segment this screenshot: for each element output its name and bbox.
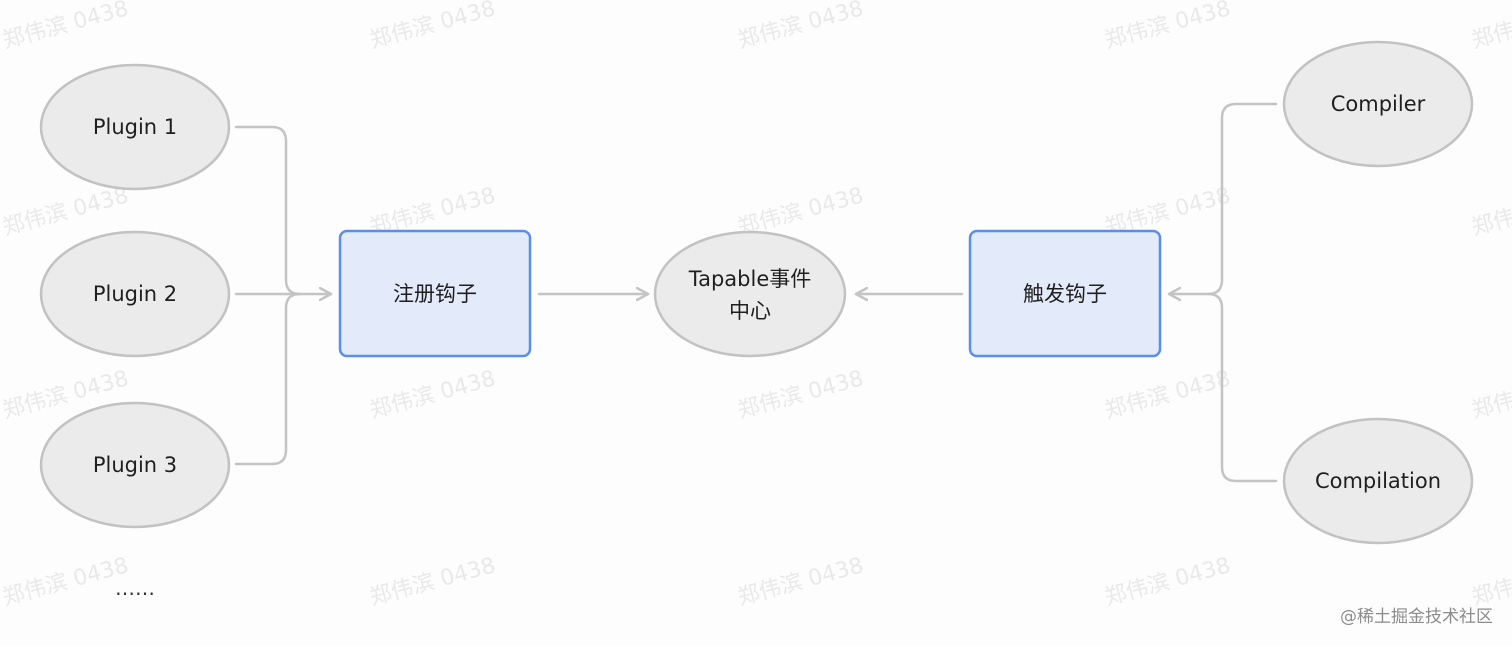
connector-plugin3-to-register [234, 292, 302, 466]
trigger-hook-node: 触发钩子 [968, 229, 1162, 358]
watermark-text: 郑伟滨 0438 [1469, 183, 1512, 241]
watermark-text: 郑伟滨 0438 [735, 366, 866, 424]
compilation-node: Compilation [1282, 417, 1474, 545]
watermark-text: 郑伟滨 0438 [735, 0, 866, 54]
watermark-text: 郑伟滨 0438 [0, 183, 131, 241]
watermark-text: 郑伟滨 0438 [367, 366, 498, 424]
compilation-label: Compilation [1315, 469, 1441, 493]
watermark-text: 郑伟滨 0438 [0, 0, 131, 54]
tapable-center-label-line1: Tapable事件 [688, 267, 812, 291]
connector-compilation-to-trigger [1206, 292, 1278, 483]
compiler-node: Compiler [1282, 40, 1474, 168]
plugin-3-node: Plugin 3 [39, 401, 231, 529]
watermark-text: 郑伟滨 0438 [0, 553, 131, 611]
plugin-2-node: Plugin 2 [39, 230, 231, 358]
register-hook-node: 注册钩子 [338, 229, 532, 358]
watermark-text: 郑伟滨 0438 [1469, 366, 1512, 424]
watermark-text: 郑伟滨 0438 [367, 553, 498, 611]
watermark-text: 郑伟滨 0438 [1469, 0, 1512, 54]
trigger-hook-label: 触发钩子 [1023, 282, 1107, 306]
plugin-3-label: Plugin 3 [93, 453, 177, 477]
watermark-text: 郑伟滨 0438 [1102, 366, 1233, 424]
register-hook-label: 注册钩子 [393, 282, 477, 306]
connector-plugin1-to-register [234, 125, 302, 296]
tapable-center-node: Tapable事件 中心 [653, 230, 847, 358]
watermark-text: 郑伟滨 0438 [1102, 0, 1233, 54]
more-plugins-ellipsis: …… [115, 576, 155, 600]
site-credit: @稀土掘金技术社区 [1340, 607, 1493, 627]
connector-compiler-to-trigger [1206, 102, 1278, 296]
plugin-1-label: Plugin 1 [93, 115, 177, 139]
watermark-text: 郑伟滨 0438 [735, 553, 866, 611]
watermark-text: 郑伟滨 0438 [1469, 553, 1512, 611]
watermark-text: 郑伟滨 0438 [1102, 553, 1233, 611]
plugin-1-node: Plugin 1 [39, 63, 231, 191]
tapable-center-label-line2: 中心 [729, 299, 771, 323]
plugin-2-label: Plugin 2 [93, 282, 177, 306]
watermark-text: 郑伟滨 0438 [367, 0, 498, 54]
compiler-label: Compiler [1331, 92, 1426, 116]
